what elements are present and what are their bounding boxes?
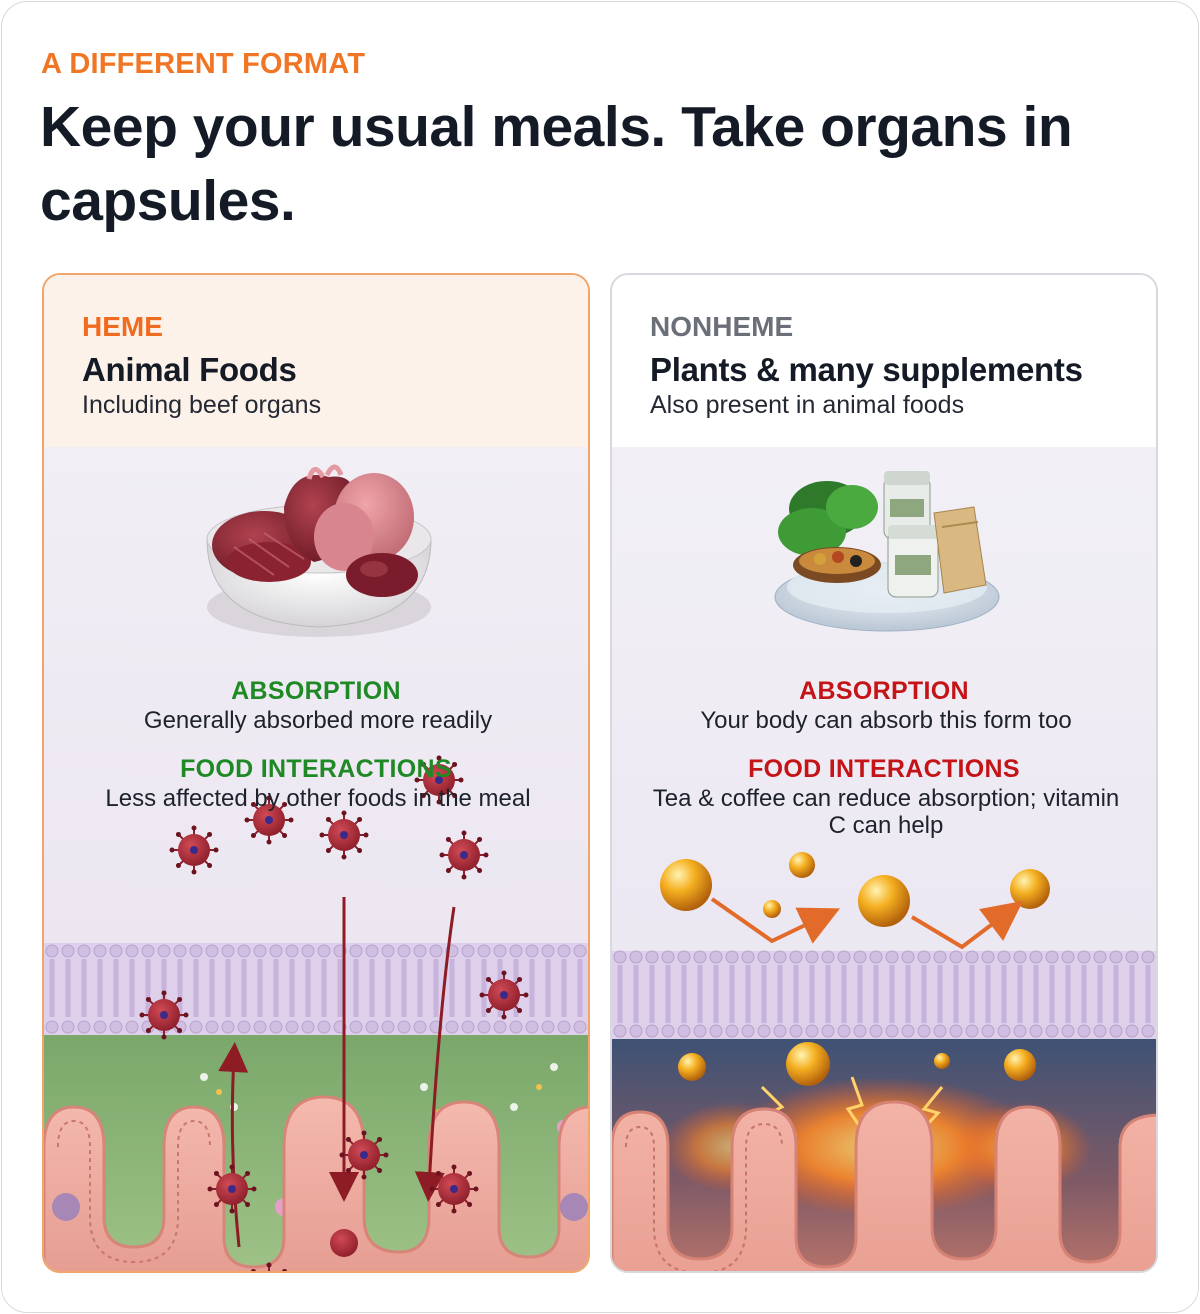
heme-molecule-icon [339,1130,389,1180]
nonheme-tag: NONHEME [650,311,794,342]
heme-molecule-icon [319,810,369,860]
heme-molecule-icon [479,970,529,1020]
heme-interactions-text: Less affected by other foods in the meal [105,785,531,812]
nonheme-interactions-text: Tea & coffee can reduce absorption; vita… [652,785,1120,839]
heme-molecule-icon [429,1164,479,1214]
page-title: Keep your usual meals. Take organs in ca… [40,95,1073,233]
nonheme-subtitle: Also present in animal foods [650,391,965,419]
heme-absorption-label: ABSORPTION [231,677,401,705]
heme-molecule-icon [169,825,219,875]
heme-molecule-icon [250,1262,288,1271]
heme-molecule-icon [207,1164,257,1214]
heme-molecule-icon [414,755,464,805]
nonheme-interactions-label: FOOD INTERACTIONS [748,755,1020,783]
heme-illustration [44,447,588,1271]
nonheme-title: Plants & many supplements [650,351,1083,388]
heme-molecule-icon [139,990,189,1040]
nonheme-illustration [612,447,1156,1271]
heme-subtitle: Including beef organs [82,391,322,419]
nonheme-absorption-label: ABSORPTION [799,677,969,705]
nonheme-absorption-text: Your body can absorb this form too [700,707,1072,734]
heme-title: Animal Foods [82,351,297,388]
heme-molecule-icon [439,830,489,880]
heme-molecule-icon [244,795,294,845]
nonheme-card: NONHEME Plants & many supplements Also p… [610,273,1158,1273]
heme-card-header: HEME Animal Foods Including beef organs [44,275,588,447]
heme-card: HEME Animal Foods Including beef organs [42,273,590,1273]
nonheme-card-header: NONHEME Plants & many supplements Also p… [612,275,1156,447]
heme-tag: HEME [82,311,163,342]
heme-absorption-text: Generally absorbed more readily [143,707,493,734]
eyebrow: A DIFFERENT FORMAT [41,48,366,80]
heme-interactions-label: FOOD INTERACTIONS [180,755,452,783]
